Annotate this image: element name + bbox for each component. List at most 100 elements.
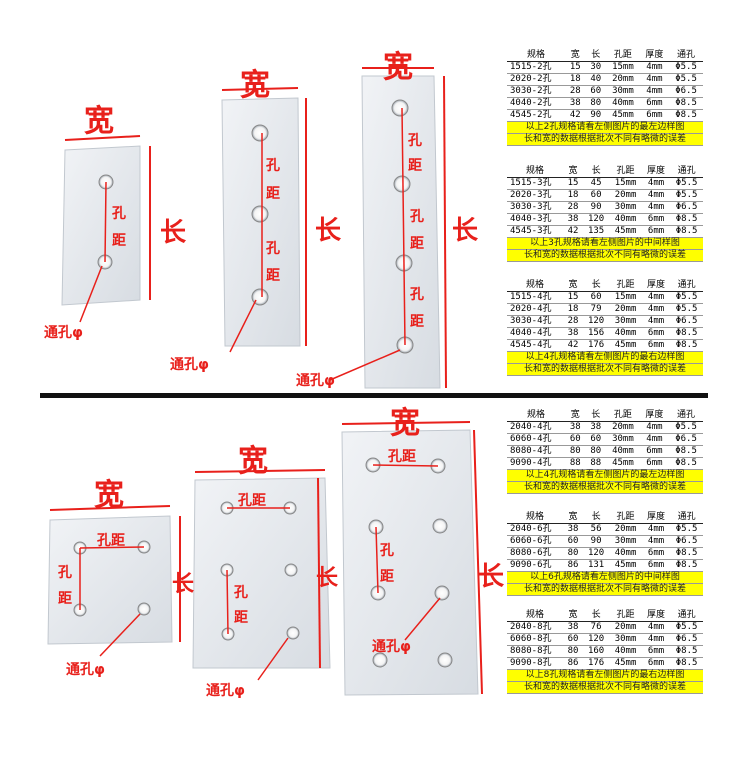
table-cell: 20mm — [609, 621, 642, 634]
table-cell: 80 — [563, 547, 583, 560]
table-cell: 6mm — [641, 327, 671, 340]
through-hole-label: 通孔φ — [296, 373, 335, 389]
hole-distance-line — [375, 526, 379, 594]
table-cell: 18 — [563, 189, 583, 202]
distance-label: 距 — [380, 569, 394, 585]
spec-table-header: 规格宽长孔距厚度通孔 — [507, 410, 703, 422]
table-note: 长和宽的数据根据批次不同有略微的误差 — [507, 481, 703, 494]
table-cell: 60 — [563, 633, 583, 646]
plate-4-hole — [361, 75, 441, 389]
through-hole-pointer — [229, 299, 257, 353]
hole-distance-line — [226, 569, 229, 635]
table-cell: 2040-4孔 — [507, 421, 565, 434]
table-cell: Φ8.5 — [670, 327, 703, 340]
table-cell: 30mm — [609, 535, 642, 548]
length-dimension-line — [317, 477, 321, 669]
table-cell: 8080-8孔 — [507, 645, 564, 658]
table-note-row: 长和宽的数据根据批次不同有略微的误差 — [507, 583, 703, 596]
table-cell: 6060-6孔 — [507, 535, 564, 548]
table-cell: 28 — [563, 201, 583, 214]
table-note: 以上4孔规格请看左侧图片的最左边样图 — [507, 469, 703, 482]
table-cell: 38 — [563, 621, 583, 634]
length-label: 长 — [316, 566, 339, 591]
table-note-row: 长和宽的数据根据批次不同有略微的误差 — [507, 133, 703, 146]
table-cell: 135 — [582, 225, 610, 238]
distance-label: 距 — [410, 236, 424, 252]
through-hole-pointer — [79, 265, 103, 323]
table-note: 长和宽的数据根据批次不同有略微的误差 — [507, 249, 703, 262]
table-cell: 6mm — [641, 225, 671, 238]
table-cell: Φ5.5 — [670, 303, 703, 316]
table-cell: Φ8.5 — [670, 559, 703, 572]
table-cell: 38 — [563, 327, 583, 340]
table-cell: 20mm — [609, 523, 642, 536]
table-note-row: 以上8孔规格请看左侧图片的最右边样图 — [507, 669, 703, 682]
column-header: 宽 — [564, 50, 586, 62]
table-note-row: 以上3孔规格请看左侧图片的中间样图 — [507, 237, 703, 250]
table-cell: 20mm — [609, 189, 642, 202]
table-cell: 6mm — [641, 559, 671, 572]
table-cell: 4mm — [639, 433, 670, 446]
table-note: 长和宽的数据根据批次不同有略微的误差 — [507, 583, 703, 596]
plate-2-hole — [61, 145, 141, 306]
table-cell: 40mm — [606, 97, 640, 110]
table-cell: 4040-2孔 — [507, 97, 565, 110]
table-cell: 4mm — [641, 523, 671, 536]
table-cell: 4mm — [641, 189, 671, 202]
table-cell: 2040-8孔 — [507, 621, 564, 634]
table-cell: 4mm — [639, 73, 670, 86]
table-cell: Φ5.5 — [670, 189, 703, 202]
through-hole-pointer — [99, 613, 141, 657]
table-cell: 9090-6孔 — [507, 559, 564, 572]
table-cell: 1515-2孔 — [507, 61, 565, 74]
table-cell: 42 — [564, 109, 586, 122]
table-cell: 176 — [582, 657, 610, 670]
table-cell: 45 — [582, 177, 610, 190]
table-cell: 90 — [585, 109, 607, 122]
table-cell: 4mm — [641, 621, 671, 634]
hole-label: 孔 — [380, 543, 394, 559]
table-cell: Φ5.5 — [669, 421, 703, 434]
table-cell: 176 — [582, 339, 610, 352]
table-cell: 28 — [563, 315, 583, 328]
column-header: 通孔 — [670, 280, 703, 292]
column-header: 厚度 — [639, 410, 670, 422]
table-cell: 20mm — [606, 73, 640, 86]
table-cell: 2020-3孔 — [507, 189, 564, 202]
table-cell: Φ6.5 — [670, 315, 703, 328]
table-cell: Φ8.5 — [670, 225, 703, 238]
table-cell: 4545-4孔 — [507, 339, 564, 352]
table-cell: 4545-3孔 — [507, 225, 564, 238]
table-cell: 2040-6孔 — [507, 523, 564, 536]
table-cell: 120 — [582, 633, 610, 646]
hole-distance-line — [79, 546, 145, 549]
column-header: 通孔 — [670, 512, 703, 524]
table-cell: 38 — [564, 421, 586, 434]
table-cell: Φ5.5 — [670, 177, 703, 190]
distance-label: 距 — [112, 233, 126, 249]
length-dimension-line — [473, 429, 483, 695]
hole — [437, 652, 453, 668]
through-hole-label: 通孔φ — [44, 325, 83, 341]
table-cell: 38 — [585, 421, 607, 434]
table-cell: 40mm — [609, 645, 642, 658]
column-header: 长 — [582, 610, 610, 622]
spec-table-header: 规格宽长孔距厚度通孔 — [507, 50, 703, 62]
table-cell: 56 — [582, 523, 610, 536]
hole-label: 孔 — [266, 158, 280, 174]
table-cell: 38 — [563, 213, 583, 226]
table-cell: Φ8.5 — [670, 547, 703, 560]
distance-label: 距 — [58, 591, 72, 607]
table-cell: 6mm — [639, 97, 670, 110]
